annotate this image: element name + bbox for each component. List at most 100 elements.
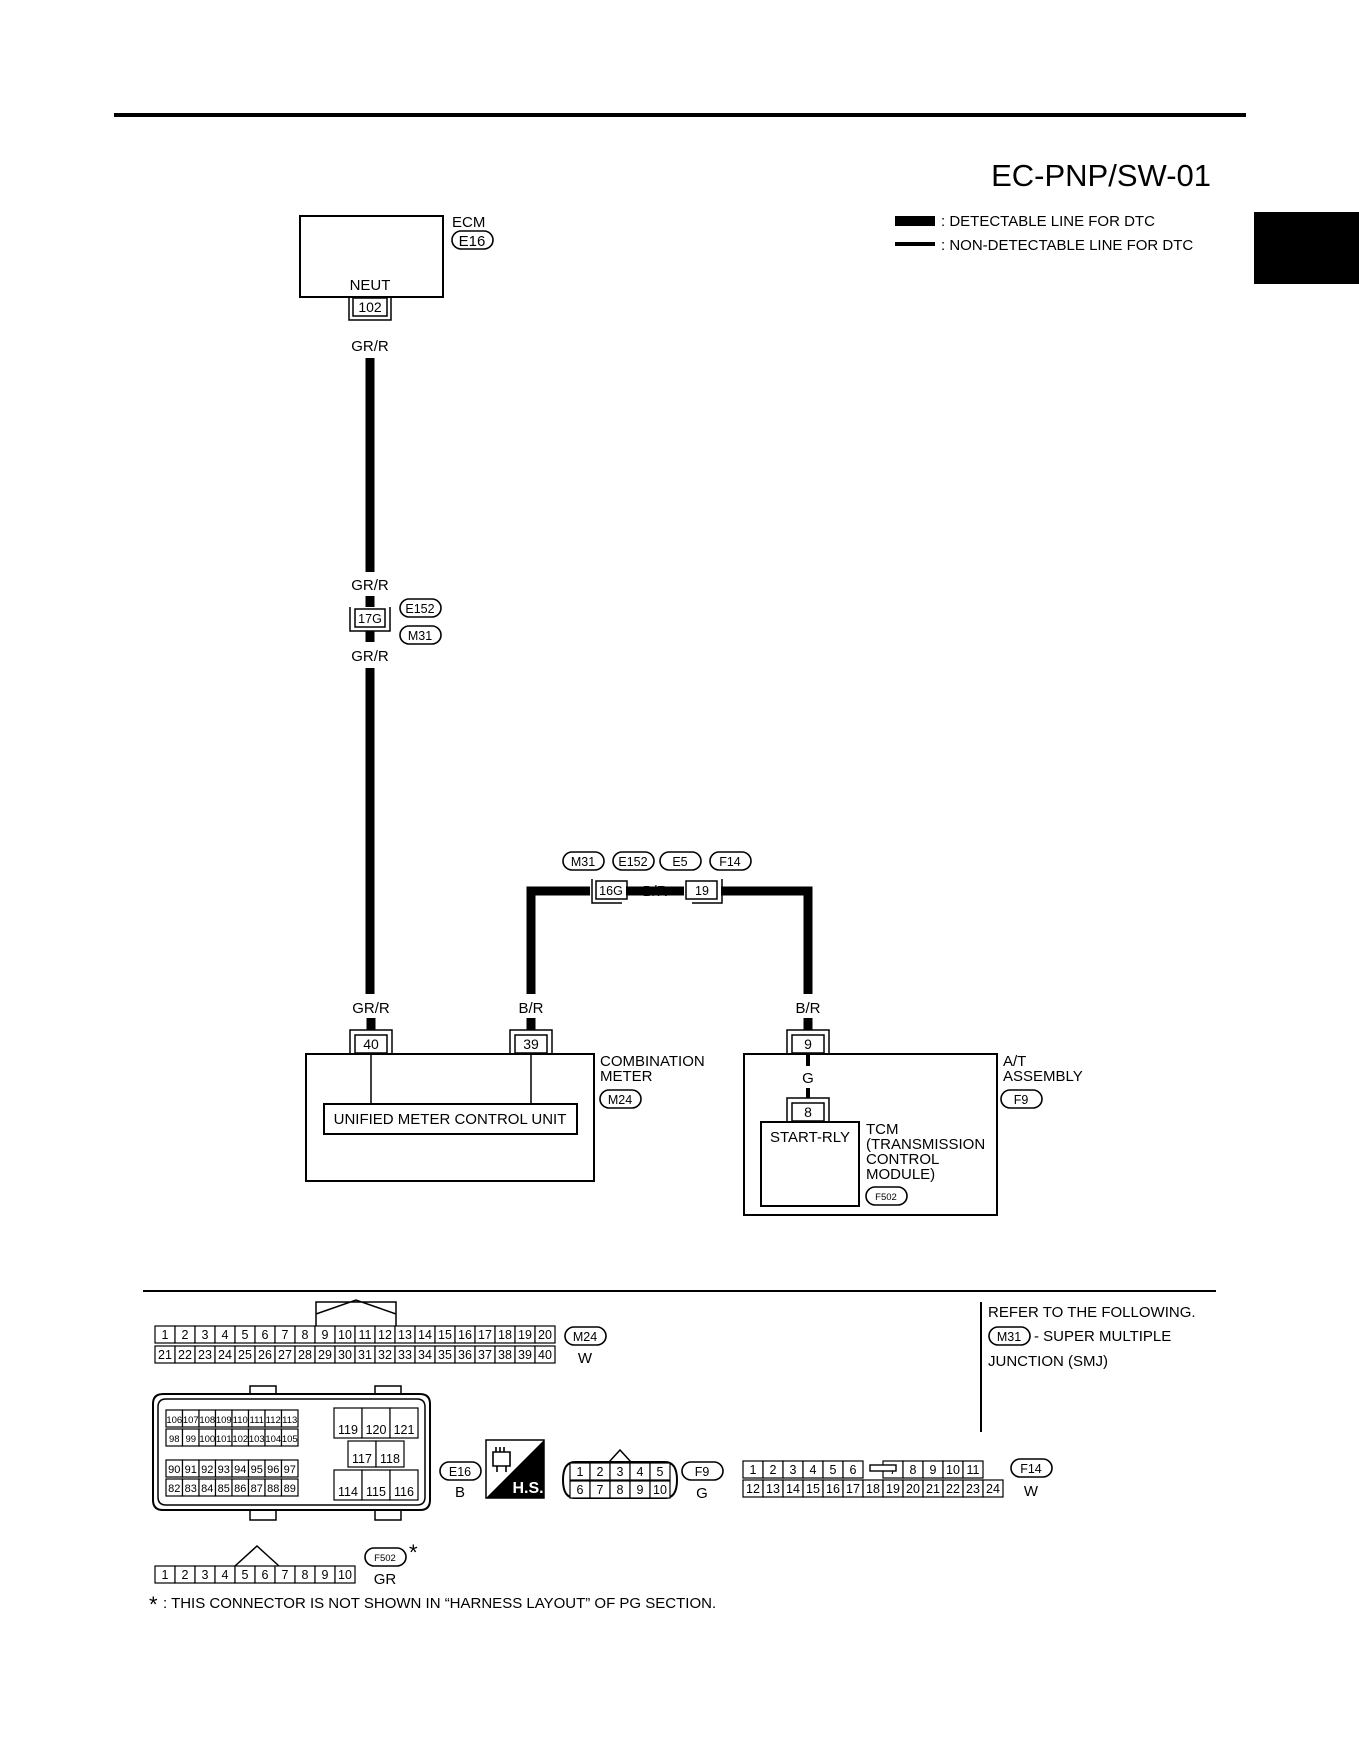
connector-pin-number: 23: [198, 1348, 212, 1362]
junction-right-connector-3: E5: [672, 855, 687, 869]
connector-pin-number: 112: [266, 1415, 281, 1426]
connector-pin-number: 4: [222, 1328, 229, 1342]
connector-cavity: [280, 1478, 299, 1497]
connector-pin-number: 1: [577, 1465, 584, 1479]
section-tab: [1254, 212, 1359, 284]
connector-pin-number: 3: [202, 1568, 209, 1582]
e16-latch-top-right: [374, 1385, 402, 1395]
connector-pin-number: 103: [249, 1434, 265, 1445]
connector-pin-number: 109: [216, 1415, 232, 1426]
connector-pin-number: 26: [258, 1348, 272, 1362]
connector-pin-number: 7: [597, 1483, 604, 1497]
tcm-label-3: CONTROL: [866, 1151, 939, 1168]
wire-b-r-left: [526, 886, 590, 994]
at-pin-9: 9: [804, 1036, 812, 1052]
start-relay-box: [760, 1121, 860, 1207]
page-id: EC-PNP/SW-01: [991, 158, 1211, 193]
at-assembly-connector-pill: [1000, 1089, 1043, 1109]
connector-pin-number: 106: [166, 1415, 182, 1426]
connector-pin-number: 104: [265, 1434, 281, 1445]
connector-pin-number: 1: [162, 1328, 169, 1342]
connector-pin-number: 96: [267, 1464, 279, 1476]
connector-pin-number: 12: [746, 1482, 760, 1496]
connector-pin-number: 105: [282, 1434, 298, 1445]
connector-pin-number: 32: [378, 1348, 392, 1362]
junction-left-connector-pill-2: [399, 625, 442, 645]
connector-pin-number: 6: [262, 1328, 269, 1342]
junction-right-pill-1: [562, 851, 605, 871]
connector-pin-number: 117: [352, 1452, 372, 1466]
connector-pin-number: 10: [338, 1328, 352, 1342]
connector-pin-number: 9: [637, 1483, 644, 1497]
connector-pin-number: 85: [218, 1483, 230, 1495]
meter-pin-40-box: [354, 1034, 388, 1054]
connector-pin-number: 12: [378, 1328, 392, 1342]
f9-latch: [608, 1448, 632, 1463]
ecm-terminal-name: NEUT: [350, 277, 391, 294]
connector-pin-number: 10: [338, 1568, 352, 1582]
ecm-pin: 102: [358, 299, 382, 315]
connector-pin-number: 83: [185, 1483, 197, 1495]
connector-pin-number: 15: [806, 1482, 820, 1496]
wire-label-junction-top: GR/R: [351, 577, 389, 594]
connector-pin-number: 22: [946, 1482, 960, 1496]
connector-pin-number: 113: [282, 1415, 297, 1426]
connector-pin-number: 28: [298, 1348, 312, 1362]
connector-pin-number: 35: [438, 1348, 452, 1362]
wire-b-r-right: [721, 886, 813, 994]
tcm-pin-8-bracket: [786, 1097, 830, 1122]
junction-right-pill-2: [612, 851, 655, 871]
connector-pin-number: 87: [251, 1483, 263, 1495]
f502-color: GR: [374, 1571, 397, 1588]
connector-pin-number: 17: [478, 1328, 492, 1342]
connector-cavity: [280, 1428, 299, 1447]
connector-section-rule: [143, 1290, 1216, 1292]
at-assembly-title-2: ASSEMBLY: [1003, 1068, 1083, 1085]
junction-left-pin: 17G: [358, 612, 382, 626]
connector-cavity: [962, 1460, 984, 1479]
connector-pin-number: 21: [926, 1482, 940, 1496]
f502-connector-id: F502: [374, 1553, 396, 1564]
connector-pin-number: 118: [380, 1452, 400, 1466]
connector-cavity: [389, 1407, 419, 1439]
wire-label-at-9: B/R: [795, 1000, 820, 1017]
connector-pin-number: 8: [302, 1568, 309, 1582]
at-assembly-connector: F9: [1014, 1093, 1029, 1107]
connector-pin-number: 91: [185, 1464, 197, 1476]
ecm-connector-id: E16: [459, 233, 486, 250]
connector-pin-number: 2: [182, 1568, 189, 1582]
junction-right-pill-4: [709, 851, 752, 871]
junction-left-connector-2: M31: [408, 629, 432, 643]
legend-detectable-label: : DETECTABLE LINE FOR DTC: [941, 213, 1155, 230]
connector-pin-number: 90: [168, 1464, 180, 1476]
junction-right-connector-1: M31: [571, 855, 595, 869]
wire-label-ecm: GR/R: [351, 338, 389, 355]
connector-pin-number: 98: [169, 1434, 180, 1445]
m24-color: W: [578, 1350, 593, 1367]
connector-pin-number: 37: [478, 1348, 492, 1362]
tcm-connector: F502: [875, 1192, 897, 1203]
connector-pin-number: 33: [398, 1348, 412, 1362]
connector-cavity: [842, 1460, 864, 1479]
junction-left-connector-1: E152: [405, 602, 434, 616]
connector-pin-number: 9: [322, 1568, 329, 1582]
connector-cavity: [534, 1325, 556, 1344]
connector-pin-number: 6: [262, 1568, 269, 1582]
meter-pin-39-box: [514, 1034, 548, 1054]
connector-pin-number: 22: [178, 1348, 192, 1362]
connector-pin-number: 2: [182, 1328, 189, 1342]
refer-connector: M31: [997, 1330, 1021, 1344]
f502-connector-pill: [364, 1547, 407, 1567]
connector-pin-number: 21: [158, 1348, 172, 1362]
connector-pin-number: 7: [282, 1568, 289, 1582]
connector-pin-number: 3: [202, 1328, 209, 1342]
connector-pin-number: 19: [518, 1328, 532, 1342]
connector-pin-number: 15: [438, 1328, 452, 1342]
connector-pin-number: 30: [338, 1348, 352, 1362]
f14-key-slot: [869, 1464, 897, 1472]
f14-connector-id: F14: [1020, 1462, 1042, 1476]
refer-connector-pill: [988, 1326, 1031, 1346]
connector-pin-number: 107: [183, 1415, 199, 1426]
connector-pin-number: 16: [458, 1328, 472, 1342]
